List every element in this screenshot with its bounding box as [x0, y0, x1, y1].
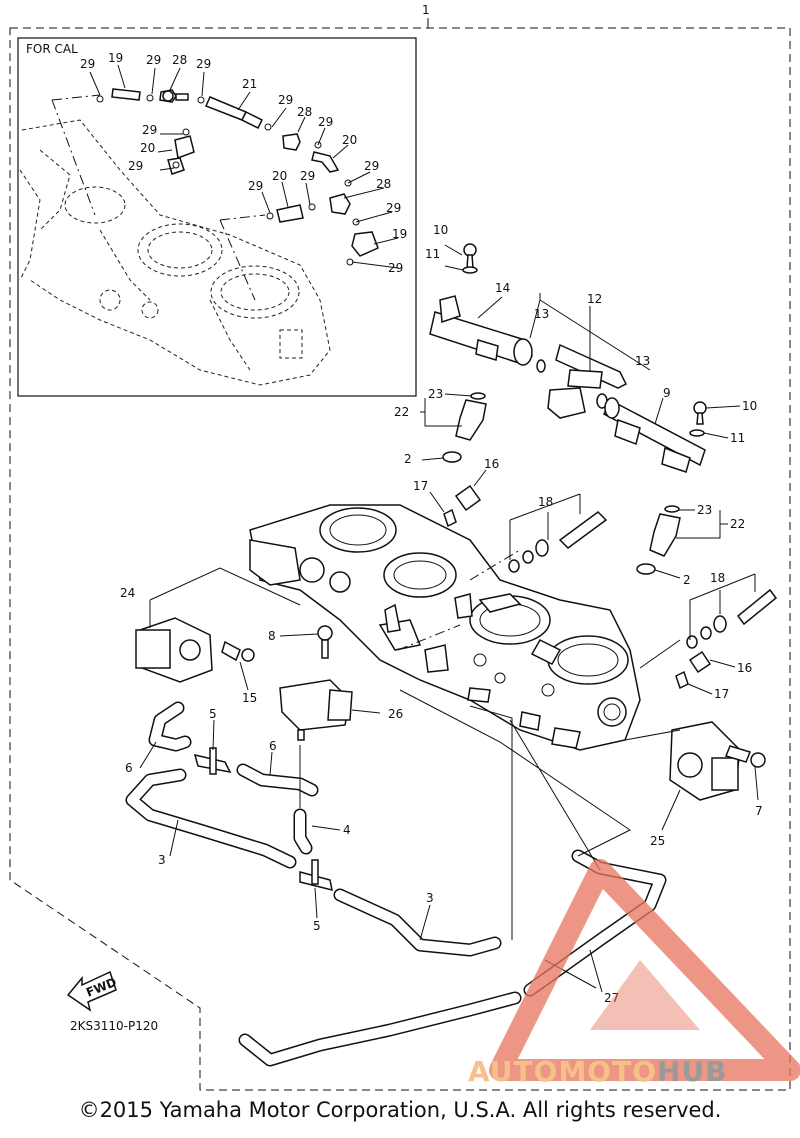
callout-29-a: 29 [80, 57, 95, 71]
callout-26: 26 [388, 707, 403, 721]
callout-10-b: 10 [742, 399, 757, 413]
callout-29-c: 29 [196, 57, 211, 71]
fuel-injector-right: 23 22 2 [636, 503, 745, 587]
callout-22-a: 22 [394, 405, 409, 419]
inset-throttle-body-ghost [19, 119, 331, 386]
callout-29-k: 29 [142, 123, 157, 137]
callout-9: 9 [663, 386, 671, 400]
callout-20-a: 20 [342, 133, 357, 147]
callout-17-b: 17 [714, 687, 729, 701]
watermark-part1: AUTOMOTO [468, 1055, 658, 1088]
callout-27: 27 [604, 991, 619, 1005]
assembly-boundary [9, 27, 791, 1091]
callout-28-a: 28 [172, 53, 187, 67]
for-cal-inset: FOR CAL [17, 37, 417, 397]
callout-24: 24 [120, 586, 135, 600]
throttle-body-assembly [249, 504, 641, 751]
callout-10-a: 10 [433, 223, 448, 237]
callout-29-j: 29 [300, 169, 315, 183]
callout-20-c: 20 [140, 141, 155, 155]
callout-19-b: 19 [392, 227, 407, 241]
callout-11-a: 11 [425, 247, 440, 261]
callout-6-b: 6 [269, 739, 277, 753]
callout-2-b: 2 [683, 573, 691, 587]
callout-18-b: 18 [710, 571, 725, 585]
callout-20-b: 20 [272, 169, 287, 183]
fuel-rail-9: 9 10 11 [603, 386, 757, 473]
callout-12: 12 [587, 292, 602, 306]
watermark-logo [489, 859, 800, 1081]
callout-29-l: 29 [128, 159, 143, 173]
callout-29-h: 29 [388, 261, 403, 275]
callout-29-e: 29 [318, 115, 333, 129]
part-code: 2KS3110-P120 [70, 1019, 158, 1033]
callout-17-a: 17 [413, 479, 428, 493]
callout-5-b: 5 [313, 919, 321, 933]
callout-23-a: 23 [428, 387, 443, 401]
callout-13-b: 13 [635, 354, 650, 368]
callout-29-i: 29 [248, 179, 263, 193]
inset-title: FOR CAL [26, 42, 78, 56]
callout-23-b: 23 [697, 503, 712, 517]
callout-11-b: 11 [730, 431, 745, 445]
callout-29-d: 29 [278, 93, 293, 107]
fwd-arrow-icon: FWD [66, 970, 119, 1012]
sensor-25: 7 25 [624, 721, 766, 848]
sensor-24: 24 15 [120, 567, 301, 705]
callout-22-b: 22 [730, 517, 745, 531]
callout-5-a: 5 [209, 707, 217, 721]
small-parts-upper: 16 17 18 [413, 457, 608, 573]
callout-3-a: 3 [158, 853, 166, 867]
callout-16-a: 16 [484, 457, 499, 471]
callout-18-a: 18 [538, 495, 553, 509]
copyright-notice: ©2015 Yamaha Motor Corporation, U.S.A. A… [78, 1098, 722, 1122]
callout-28-b: 28 [297, 105, 312, 119]
callout-29-f: 29 [364, 159, 379, 173]
fuel-rail-14: 10 11 14 [425, 223, 533, 366]
small-parts-right: 18 16 17 [639, 571, 778, 701]
callout-29-g: 29 [386, 201, 401, 215]
callout-25: 25 [650, 834, 665, 848]
fuel-joint-12: 12 13 13 [529, 292, 650, 419]
callout-19-a: 19 [108, 51, 123, 65]
callout-8: 8 [268, 629, 276, 643]
callout-16-b: 16 [737, 661, 752, 675]
callout-28-c: 28 [376, 177, 391, 191]
callout-21: 21 [242, 77, 257, 91]
watermark-part2: HUB [657, 1055, 728, 1088]
watermark-text: AUTOMOTOHUB [468, 1055, 728, 1088]
callout-29-b: 29 [146, 53, 161, 67]
callout-6-a: 6 [125, 761, 133, 775]
callout-7: 7 [755, 804, 763, 818]
fuel-injector-left: 23 22 2 [394, 387, 487, 466]
callout-15: 15 [242, 691, 257, 705]
callout-2-a: 2 [404, 452, 412, 466]
sensor-26: 8 26 [268, 625, 403, 741]
callout-4: 4 [343, 823, 351, 837]
callout-3-b: 3 [426, 891, 434, 905]
callout-1: 1 [422, 3, 430, 17]
callout-14: 14 [495, 281, 510, 295]
callout-13-a: 13 [534, 307, 549, 321]
